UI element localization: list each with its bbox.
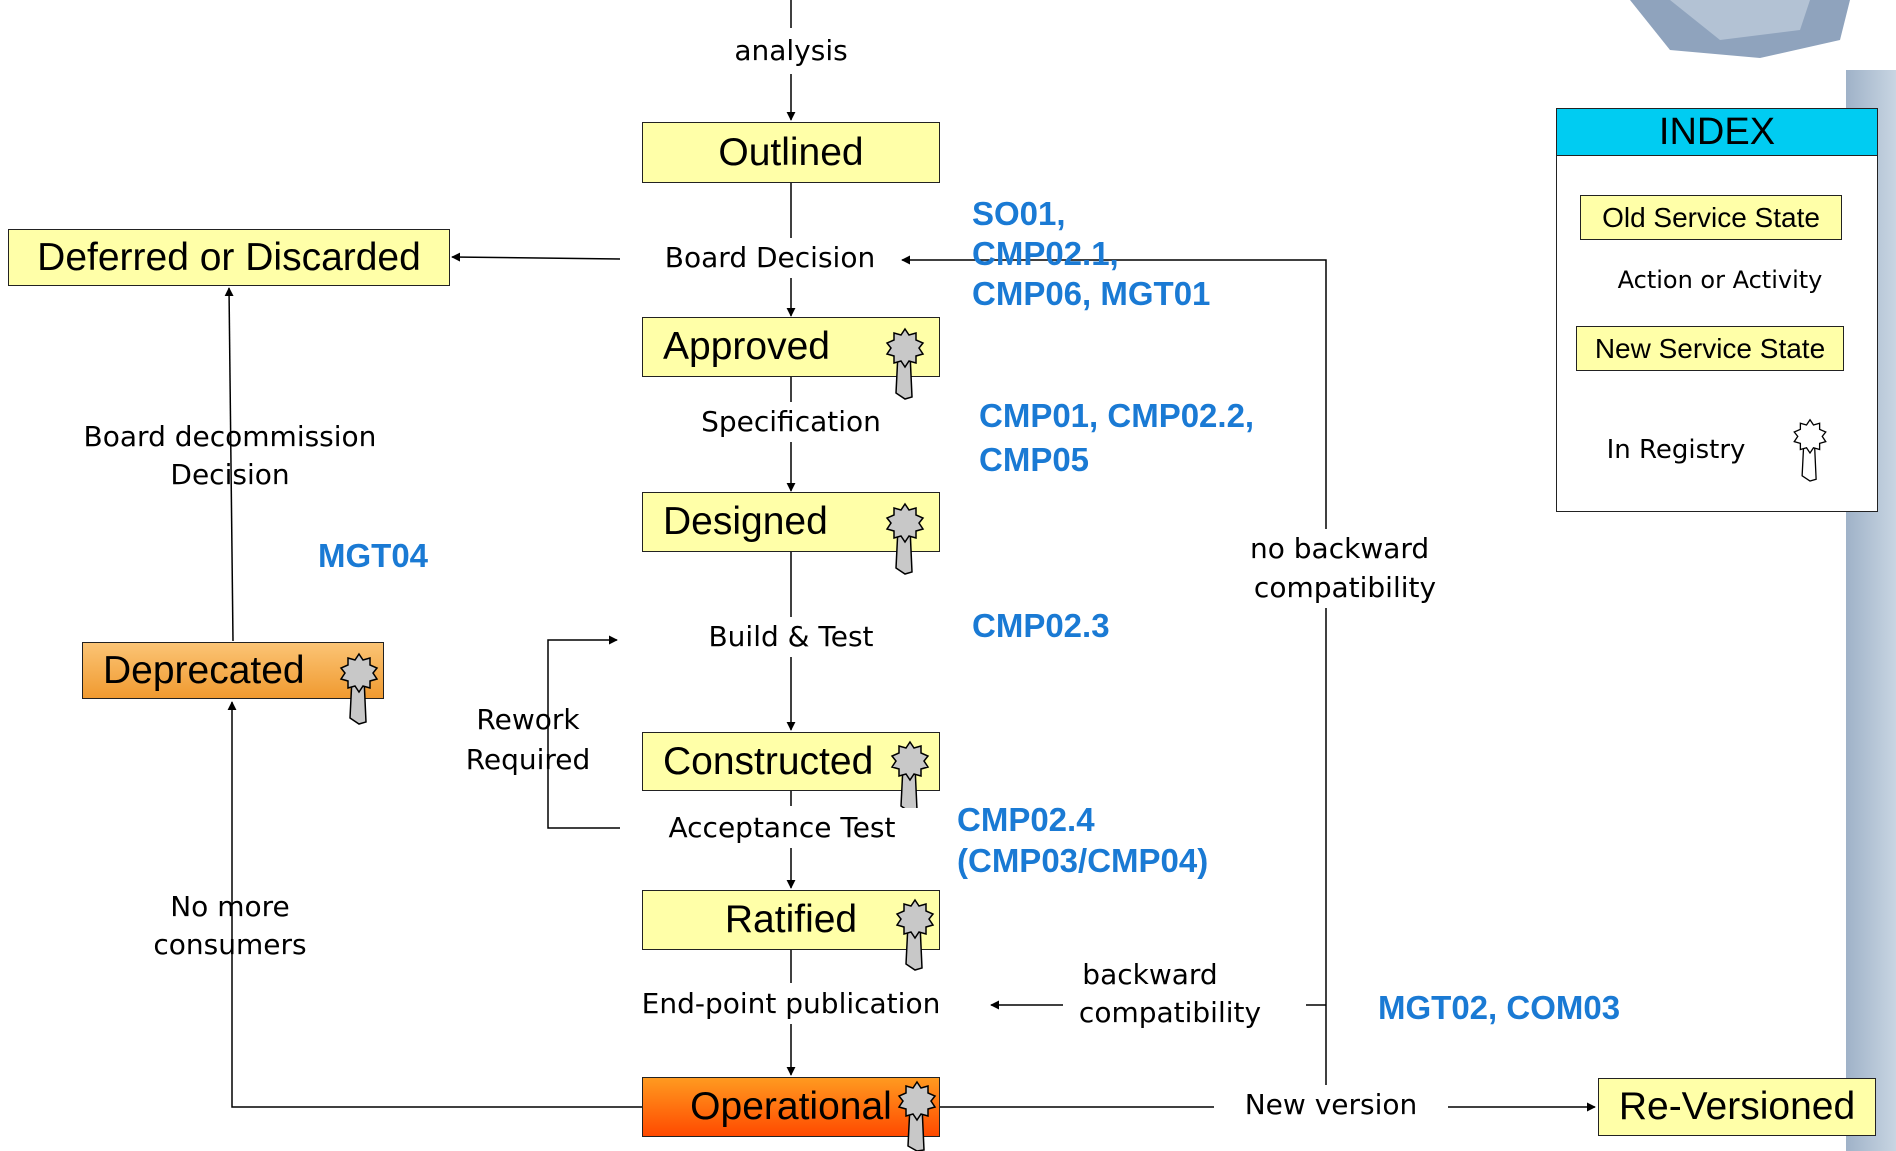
state-deprecated: Deprecated — [82, 642, 384, 699]
codes-so01-line1: SO01, — [972, 195, 1066, 232]
codes-cmp024-line1: CMP02.4 — [957, 801, 1095, 838]
action-specification: Specification — [680, 402, 902, 442]
state-outlined: Outlined — [642, 122, 940, 183]
action-analysis: analysis — [720, 31, 862, 71]
action-board-decision: Board Decision — [640, 238, 900, 278]
registry-seal-icon — [339, 652, 379, 725]
action-build-and-test: Build & Test — [680, 617, 902, 657]
action-acceptance-test: Acceptance Test — [642, 808, 922, 848]
action-backward-line1: backward — [1082, 958, 1218, 991]
index-in-registry: In Registry — [1606, 435, 1746, 465]
codes-mgt02-com03: MGT02, COM03 — [1378, 989, 1621, 1026]
corner-logo-graphic — [1630, 0, 1850, 58]
state-operational: Operational — [642, 1077, 940, 1137]
action-no-backward-line2: compatibility — [1250, 568, 1440, 608]
action-backward-line2: compatibility — [1078, 996, 1262, 1029]
registry-seal-icon — [895, 898, 935, 971]
action-rework-line2: Required — [465, 743, 591, 776]
action-board-decommission-line1: Board decommission — [83, 420, 377, 453]
state-constructed: Constructed — [642, 732, 940, 791]
codes-cmp01-line2: CMP05 — [979, 441, 1090, 478]
action-no-more-consumers-line2: consumers — [153, 928, 307, 961]
codes-cmp01-line1: CMP01, CMP02.2, — [979, 397, 1255, 434]
index-title: INDEX — [1557, 109, 1877, 156]
codes-so01-line3: CMP06, MGT01 — [972, 275, 1211, 312]
registry-seal-icon — [897, 1080, 937, 1151]
action-no-backward-line1: no backward — [1250, 529, 1429, 569]
state-re-versioned: Re-Versioned — [1598, 1078, 1876, 1136]
action-no-more-consumers-line1: No more — [170, 890, 290, 923]
action-endpoint-publication: End-point publication — [630, 984, 952, 1024]
codes-so01-line2: CMP02.1, — [972, 235, 1119, 272]
registry-seal-icon — [885, 327, 925, 400]
index-old-service-state: Old Service State — [1580, 195, 1842, 240]
index-new-service-state: New Service State — [1576, 326, 1844, 371]
registry-seal-icon — [1793, 418, 1827, 482]
index-legend: INDEX — [1556, 108, 1878, 512]
state-ratified: Ratified — [642, 890, 940, 950]
action-new-version: New version — [1214, 1085, 1448, 1125]
action-rework-line1: Rework — [476, 703, 580, 736]
state-deferred-or-discarded: Deferred or Discarded — [8, 229, 450, 286]
codes-cmp023: CMP02.3 — [972, 607, 1110, 644]
codes-cmp024-line2: (CMP03/CMP04) — [957, 842, 1209, 879]
registry-seal-icon — [890, 740, 930, 813]
action-board-decommission-line2: Decision — [170, 458, 290, 491]
registry-seal-icon — [885, 502, 925, 575]
index-action-or-activity: Action or Activity — [1617, 266, 1823, 294]
codes-mgt04: MGT04 — [318, 537, 429, 574]
